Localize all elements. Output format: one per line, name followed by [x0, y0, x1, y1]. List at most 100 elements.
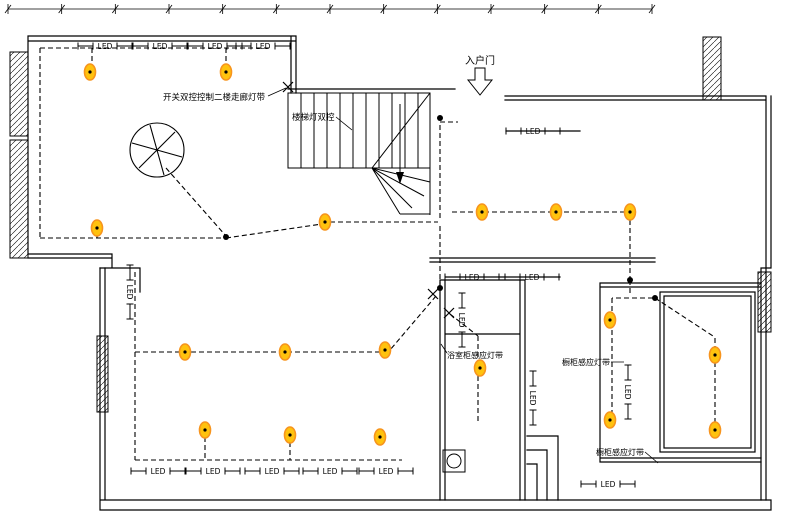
entrance-label: 入户门 — [465, 54, 495, 67]
window-top-right — [702, 36, 722, 101]
led-label: LED — [153, 42, 168, 51]
corridor-switch-label: 开关双控控制二楼走廊灯带 — [163, 92, 266, 103]
junction-dot — [223, 234, 229, 240]
led-label: LED — [525, 273, 540, 282]
entrance-arrow-icon — [466, 67, 494, 96]
steps-bathroom-side — [526, 435, 559, 501]
shower-box — [442, 449, 466, 473]
downlight — [283, 426, 297, 444]
stair-direction-arrowhead — [396, 172, 404, 184]
stair-diagonal — [371, 92, 431, 169]
downlight — [623, 203, 637, 221]
dimension-ruler — [4, 4, 656, 14]
window-left-lower — [9, 139, 29, 259]
led-label: LED — [256, 42, 271, 51]
cabinet-strip-lower-label: 橱柜感应灯带 — [596, 447, 644, 457]
led-strip-marker: LED — [130, 467, 186, 476]
downlight — [373, 428, 387, 446]
led-strip-marker: LED — [235, 42, 291, 51]
led-label: LED — [623, 385, 632, 400]
fan-blades — [131, 124, 183, 176]
led-label: LED — [379, 467, 394, 476]
switch-symbol — [427, 288, 439, 300]
label-leader-lines — [267, 87, 659, 464]
window-sections — [9, 36, 772, 413]
downlight — [708, 421, 722, 439]
led-strip-marker: LED — [580, 480, 636, 489]
led-strip-marker: LED — [302, 467, 358, 476]
staircase — [287, 92, 431, 215]
downlight — [219, 63, 233, 81]
junction-dot — [652, 295, 658, 301]
junction-dots — [223, 115, 658, 301]
stair-switch-label: 楼梯灯双控 — [292, 112, 335, 123]
wall-top-left-room — [27, 35, 297, 293]
downlight — [198, 421, 212, 439]
led-label: LED — [208, 42, 223, 51]
annotation-labels: 入户门 开关双控控制二楼走廊灯带 楼梯灯双控 浴室柜感应灯带 橱柜感应灯带 橱柜… — [163, 54, 644, 457]
junction-dot — [437, 285, 443, 291]
downlight — [278, 343, 292, 361]
shower-drain-circle — [446, 453, 462, 469]
downlight — [378, 341, 392, 359]
cabinet-outline-inner — [663, 295, 752, 449]
cabinet-outline-outer — [659, 291, 756, 453]
wiring-circuits — [39, 47, 716, 461]
window-left-bottom — [96, 335, 109, 413]
led-label: LED — [151, 467, 166, 476]
led-strip-marker: LED — [187, 42, 243, 51]
downlight — [603, 411, 617, 429]
junction-dot — [437, 115, 443, 121]
switch-symbol — [282, 81, 294, 93]
fan-circle — [129, 122, 185, 178]
wall-bathroom — [439, 279, 526, 501]
downlight — [83, 63, 97, 81]
led-label: LED — [323, 467, 338, 476]
downlight — [473, 359, 487, 377]
downlight — [178, 343, 192, 361]
switch-symbol — [443, 307, 455, 319]
led-strip-marker: LED — [125, 264, 134, 320]
led-label: LED — [526, 127, 541, 136]
led-label: LED — [601, 480, 616, 489]
led-strip-marker: LED — [528, 370, 537, 426]
junction-dot — [627, 277, 633, 283]
led-label: LED — [465, 273, 480, 282]
led-label: LED — [265, 467, 280, 476]
led-strip-marker: LED — [358, 467, 414, 476]
led-label: LED — [528, 391, 537, 406]
led-strip-marker: LED — [457, 292, 466, 348]
led-strip-marker: LED — [623, 364, 632, 420]
window-left-upper — [9, 51, 29, 137]
downlight — [549, 203, 563, 221]
switch-symbols — [282, 81, 455, 319]
cabinet-strip-upper-label: 橱柜感应灯带 — [562, 357, 610, 367]
stair-outline — [287, 92, 431, 169]
wall-corridor-right-room — [429, 257, 762, 463]
wall-entry-and-right — [287, 88, 772, 501]
downlights — [83, 63, 722, 446]
led-label: LED — [457, 313, 466, 328]
led-label: LED — [125, 285, 134, 300]
led-strip-marker: LED — [244, 467, 300, 476]
wiring-path — [39, 47, 716, 461]
bathroom-strip-label: 浴室柜感应灯带 — [447, 350, 503, 360]
downlight — [90, 219, 104, 237]
led-strip-markers: LED LED LED LED LED LED LED LED LED LED LED LED LED L… — [77, 42, 636, 489]
downlight — [708, 346, 722, 364]
led-strip-marker: LED — [444, 273, 500, 282]
downlight — [475, 203, 489, 221]
stair-treads — [300, 93, 419, 168]
led-strip-marker: LED — [132, 42, 188, 51]
led-strip-marker: LED — [504, 273, 560, 282]
led-strip-marker: LED — [185, 467, 241, 476]
shower-drain — [442, 449, 466, 473]
downlight — [603, 311, 617, 329]
led-label: LED — [98, 42, 113, 51]
downlight — [318, 213, 332, 231]
led-strip-marker: LED — [77, 42, 133, 51]
ceiling-fan — [129, 122, 185, 178]
window-right-side — [757, 271, 772, 333]
